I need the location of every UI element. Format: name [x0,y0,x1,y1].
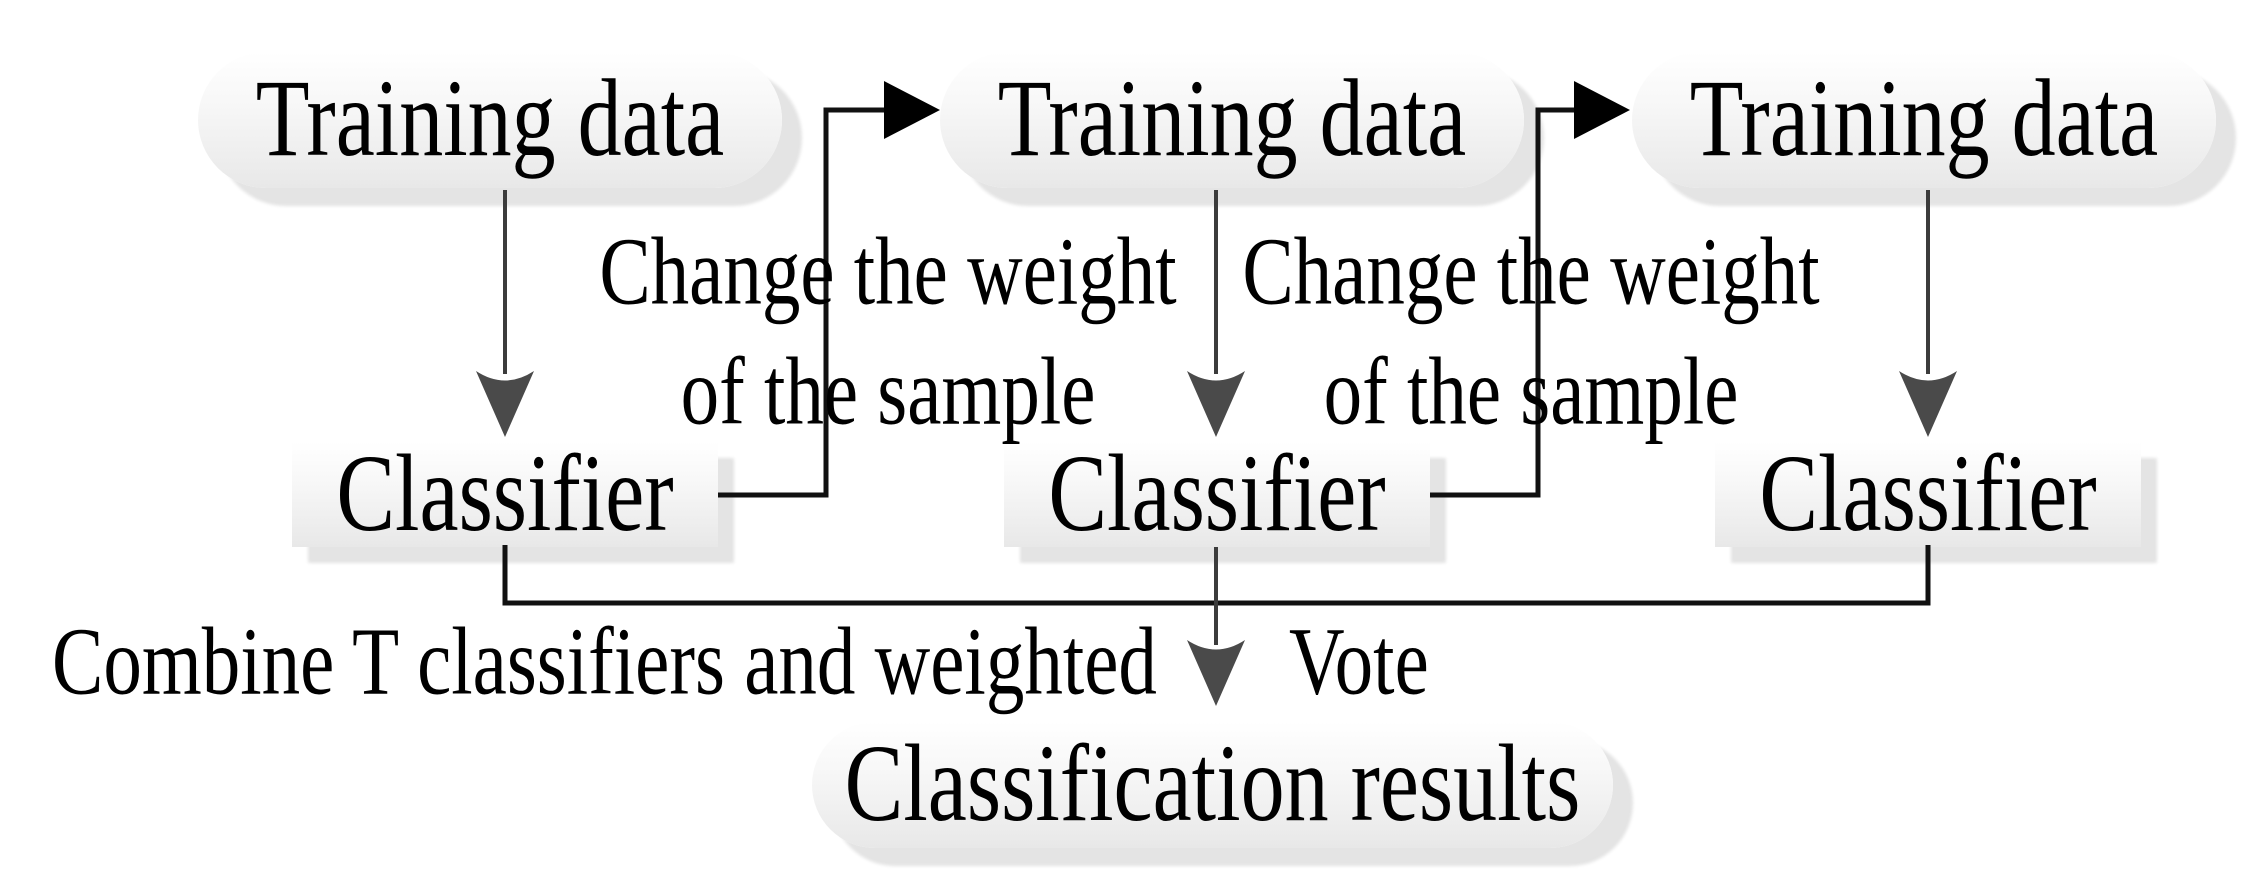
loop-classifier2-to-training3 [1430,81,1630,498]
label-change-weight-2: Change the weight of the sample [1181,211,1881,451]
loop2-elbow-line [1430,107,1578,498]
label-change-weight-1-line1: Change the weight [599,217,1177,325]
node-training-data-3-label: Training data [1689,58,2159,180]
node-training-data-1: Training data [198,52,782,188]
node-training-data-3: Training data [1632,52,2216,188]
node-training-data-1-label: Training data [255,58,725,180]
label-combine: Combine T classifiers and weighted [52,601,1157,721]
arrow-training1-down-arrowhead-icon [476,371,534,437]
arrow-training3-down-arrowhead-icon [1899,371,1957,437]
node-classifier-3-label: Classifier [1759,433,2097,555]
label-change-weight-2-line1: Change the weight [1242,217,1820,325]
node-classifier-1-label: Classifier [336,433,674,555]
node-training-data-2-label: Training data [997,58,1467,180]
label-change-weight-2-line2: of the sample [1323,337,1739,445]
node-classifier-2-label: Classifier [1048,433,1386,555]
node-training-data-2: Training data [940,52,1524,188]
node-classifier-3: Classifier [1715,433,2141,555]
arrow-training3-to-classifier3 [1899,190,1957,437]
label-change-weight-1-line2: of the sample [680,337,1096,445]
node-classifier-2: Classifier [1004,433,1430,555]
label-change-weight-1: Change the weight of the sample [538,211,1238,451]
arrow-results-down-arrowhead-icon [1187,640,1245,706]
node-classification-results-label: Classification results [844,723,1581,845]
arrow-training2-down-arrowhead-icon [1187,371,1245,437]
label-vote-text: Vote [1289,607,1429,715]
loop2-right-arrowhead-icon [1574,81,1630,139]
label-combine-text: Combine T classifiers and weighted [52,607,1157,715]
loop-classifier1-to-training2 [718,81,940,498]
arrow-training1-to-classifier1 [476,190,534,437]
label-vote: Vote [1289,601,1429,721]
loop1-right-arrowhead-icon [884,81,940,139]
node-classification-results: Classification results [812,722,1613,848]
node-classifier-1: Classifier [292,433,718,555]
loop1-elbow-line [718,107,886,498]
arrow-training2-to-classifier2 [1187,190,1245,437]
arrow-combined-to-results [1187,547,1245,706]
